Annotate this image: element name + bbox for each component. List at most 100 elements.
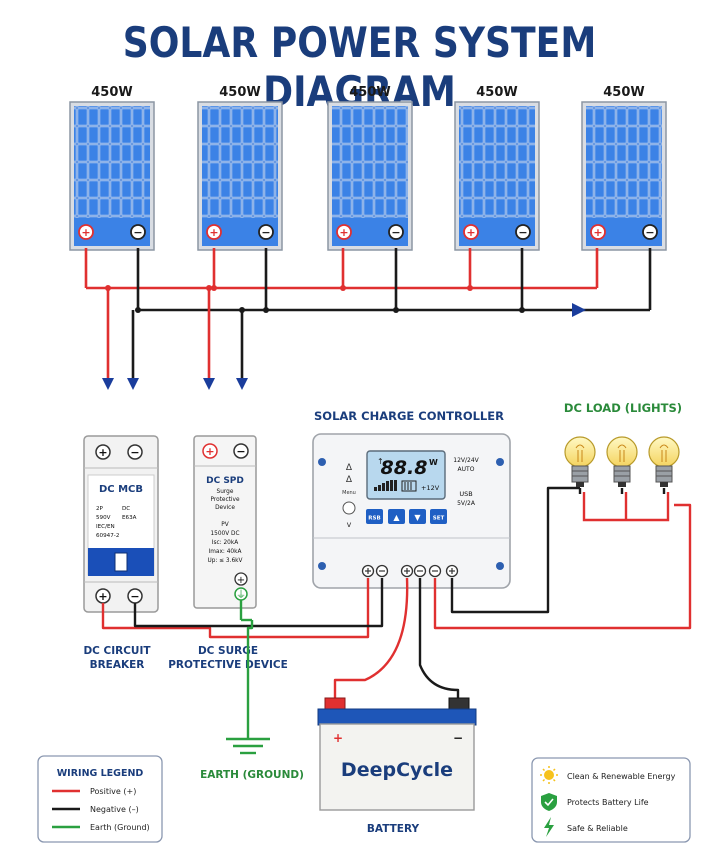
spd-spec-1: PV xyxy=(221,522,228,528)
panel-bus-wiring xyxy=(84,248,652,380)
spd-spec-4: Imax: 40kA xyxy=(209,549,242,555)
svg-text:RSB: RSB xyxy=(368,516,380,522)
controller-menu-label: Menu xyxy=(342,490,356,496)
panel-wattage: 450W xyxy=(91,85,132,100)
light-bulb-icon xyxy=(606,436,638,487)
negative-terminal-icon xyxy=(388,224,404,240)
svg-text:+: + xyxy=(81,226,90,239)
wiring-legend: WIRING LEGEND Positive (+) Negative (–) … xyxy=(37,755,163,843)
battery-brand: DeepCycle xyxy=(341,759,453,781)
svg-text:−: − xyxy=(391,226,400,239)
mcb-spec-1: 2P xyxy=(96,506,104,512)
solar-panel-3: 450W+− xyxy=(327,85,413,251)
load-label: DC LOAD (LIGHTS) xyxy=(564,401,682,415)
controller-label: SOLAR CHARGE CONTROLLER xyxy=(314,409,504,423)
spd-sub-3: Device xyxy=(215,505,235,511)
negative-terminal-icon xyxy=(515,224,531,240)
panel-wattage: 450W xyxy=(219,85,260,100)
solar-panel-array: 450W+−450W+−450W+−450W+−450W+− xyxy=(69,85,667,251)
legend-item-negative: Negative (–) xyxy=(90,805,139,814)
battery-plus-mark: + xyxy=(333,731,343,745)
solar-panel-5: 450W+− xyxy=(581,85,667,251)
controller-display: 88.8 xyxy=(381,457,428,479)
legend-title: WIRING LEGEND xyxy=(57,768,144,779)
dc-load-lights xyxy=(564,436,680,487)
svg-text:+: + xyxy=(98,590,107,603)
solar-panel-2: 450W + − xyxy=(197,85,283,251)
svg-text:▼: ▼ xyxy=(414,513,421,522)
spd-caption-2: PROTECTIVE DEVICE xyxy=(168,659,288,671)
sun-icon xyxy=(540,766,558,784)
spd-spec-5: Up: ≤ 3.6kV xyxy=(208,558,243,564)
controller-usb-2: 5V/2A xyxy=(457,500,476,507)
svg-text:v: v xyxy=(347,520,352,529)
controller-wiring xyxy=(101,486,692,738)
positive-terminal-icon xyxy=(78,224,94,240)
positive-terminal-icon xyxy=(206,224,222,240)
controller-terminals xyxy=(361,564,459,578)
down-button[interactable] xyxy=(409,509,426,524)
panel-wattage: 450W xyxy=(476,85,517,100)
solar-panel-4: 450W+− xyxy=(454,85,540,251)
up-button[interactable] xyxy=(388,509,405,524)
svg-text:+: + xyxy=(237,575,245,586)
mcb-caption-1: DC CIRCUIT xyxy=(83,645,151,657)
page-title: SOLAR POWER SYSTEM DIAGRAM xyxy=(122,18,597,116)
spd-sub-1: Surge xyxy=(217,489,234,495)
svg-text:SET: SET xyxy=(433,516,445,522)
svg-text:−: − xyxy=(261,226,270,239)
negative-terminal-icon xyxy=(130,224,146,240)
feature-clean-energy: Clean & Renewable Energy xyxy=(567,772,676,781)
legend-item-positive: Positive (+) xyxy=(90,787,136,796)
panel-wattage: 450W xyxy=(349,85,390,100)
bus-junction-dots xyxy=(105,285,525,313)
spd-caption-1: DC SURGE xyxy=(198,645,258,657)
positive-terminal-icon xyxy=(463,224,479,240)
mcb-spec-2: 590V xyxy=(96,515,111,521)
controller-buttons: RSB ▲ ▼ SET xyxy=(366,509,447,524)
controller-usb-1: USB xyxy=(459,490,472,498)
svg-text:⏚: ⏚ xyxy=(236,589,246,601)
spd-spec-2: 1500V DC xyxy=(210,531,239,537)
mcb-caption-2: BREAKER xyxy=(90,659,145,671)
set-button[interactable] xyxy=(430,509,447,524)
features-box: Clean & Renewable Energy Protects Batter… xyxy=(531,757,691,843)
lightning-icon xyxy=(544,817,554,837)
mcb-spec-3: IEC/EN xyxy=(96,524,115,530)
flow-arrow-icon xyxy=(572,303,586,317)
light-bulb-icon xyxy=(564,436,596,487)
svg-text:−: − xyxy=(236,445,245,458)
svg-text:+: + xyxy=(209,226,218,239)
down-arrow-icons xyxy=(102,378,248,390)
mcb-name: DC MCB xyxy=(99,484,143,495)
mcb-spec-6: E63A xyxy=(122,515,137,521)
controller-mode-1: 12V/24V xyxy=(453,457,479,464)
dc-spd: + − DC SPD Surge Protective Device PV 15… xyxy=(193,435,257,609)
spd-spec-3: Isc: 20kA xyxy=(212,540,238,546)
svg-text:−: − xyxy=(645,226,654,239)
dc-mcb: + − DC MCB 2P 590V IEC/EN 60947-2 DC E63… xyxy=(83,435,159,613)
svg-text:−: − xyxy=(518,226,527,239)
solar-panel-1: 450W+− xyxy=(69,85,155,251)
controller-batt-label: +12V xyxy=(421,484,440,492)
svg-text:Δ: Δ xyxy=(346,463,353,473)
svg-text:+: + xyxy=(205,445,214,458)
svg-text:+: + xyxy=(98,446,107,459)
load-bus xyxy=(578,488,670,522)
svg-text:−: − xyxy=(130,446,139,459)
battery: + − DeepCycle xyxy=(317,697,477,811)
feature-safe-reliable: Safe & Reliable xyxy=(567,824,628,833)
shield-check-icon xyxy=(541,793,557,811)
spd-name: DC SPD xyxy=(206,476,244,486)
light-bulb-icon xyxy=(648,436,680,487)
rsb-button[interactable] xyxy=(366,509,383,524)
legend-item-earth: Earth (Ground) xyxy=(90,823,150,832)
positive-terminal-icon xyxy=(336,224,352,240)
controller-mode-2: AUTO xyxy=(458,466,475,473)
svg-text:+: + xyxy=(593,226,602,239)
earth-label: EARTH (GROUND) xyxy=(200,769,304,781)
mcb-spec-5: DC xyxy=(122,506,130,512)
negative-terminal-icon xyxy=(258,224,274,240)
battery-label: BATTERY xyxy=(367,823,420,835)
